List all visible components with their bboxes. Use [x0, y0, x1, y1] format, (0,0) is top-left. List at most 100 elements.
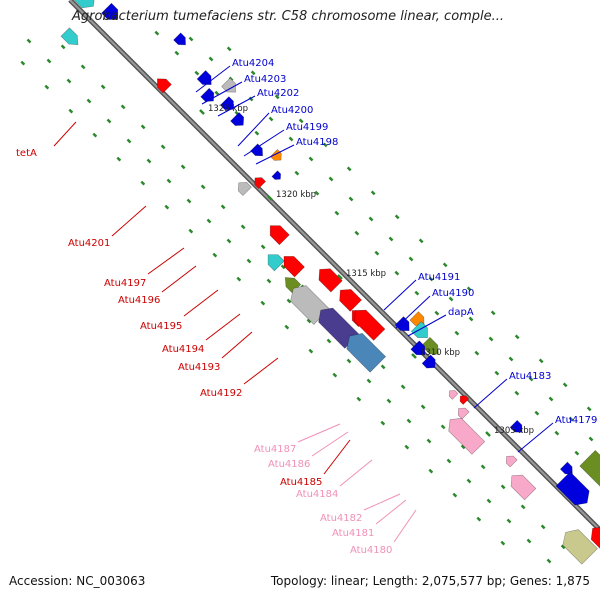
track-dot — [468, 316, 474, 322]
feature-tetA[interactable] — [153, 75, 172, 94]
feature-Atu4193[interactable] — [342, 328, 387, 373]
feature-Atu4194-a[interactable] — [335, 284, 362, 312]
gene-label-Atu4181[interactable]: Atu4181 — [332, 528, 374, 539]
track-dot — [298, 118, 304, 124]
feature-Atu4202[interactable] — [221, 77, 240, 96]
gene-label-Atu4199[interactable]: Atu4199 — [286, 122, 328, 133]
gene-label-Atu4187[interactable]: Atu4187 — [254, 444, 296, 455]
track-dot — [490, 310, 496, 316]
gene-label-Atu4179[interactable]: Atu4179 — [555, 415, 597, 426]
feature-Atu4198-b[interactable] — [271, 170, 283, 182]
ruler-tick — [199, 109, 205, 115]
track-dot — [446, 458, 452, 464]
track-dot — [348, 196, 354, 202]
feature-Atu4192[interactable] — [350, 305, 386, 341]
track-dot — [586, 406, 592, 412]
leader-line — [383, 279, 417, 311]
gene-label-Atu4198[interactable]: Atu4198 — [296, 137, 338, 148]
gene-label-Atu4183[interactable]: Atu4183 — [509, 371, 551, 382]
feature-Atu4191-a[interactable] — [394, 316, 413, 335]
track-dot — [500, 484, 506, 490]
feature-Atu4203[interactable] — [196, 70, 215, 89]
gene-label-Atu4201[interactable]: Atu4201 — [68, 238, 110, 249]
feature-Atu4183[interactable] — [509, 419, 526, 436]
feature-Atu4185-a[interactable] — [455, 405, 470, 420]
gene-label-Atu4204[interactable]: Atu4204 — [232, 58, 274, 69]
feature-Atu4184[interactable] — [503, 453, 518, 468]
track-dot — [236, 276, 242, 282]
track-dot — [44, 84, 50, 90]
feature-Atu4199[interactable] — [230, 112, 248, 129]
gene-label-Atu4191[interactable]: Atu4191 — [418, 272, 460, 283]
feature-shape — [394, 316, 410, 332]
gene-labels: Atu4204Atu4203Atu4202Atu4200Atu4199Atu41… — [16, 58, 597, 556]
feature-Atu4179-b[interactable] — [555, 471, 594, 510]
feature-Atu4185[interactable] — [444, 413, 486, 455]
feature-Atu4187[interactable] — [447, 388, 459, 400]
track-dot — [404, 444, 410, 450]
feature-Atu4200-a[interactable] — [200, 87, 218, 105]
feature-Atu4195-a[interactable] — [314, 264, 343, 293]
gene-label-Atu4196[interactable]: Atu4196 — [118, 295, 160, 306]
leader-line — [147, 247, 185, 275]
gene-label-Atu4184[interactable]: Atu4184 — [296, 489, 338, 500]
feature-Atu4201[interactable] — [251, 174, 267, 189]
feature-Atu4198-a[interactable] — [250, 143, 267, 160]
feature-top-cyan[interactable] — [66, 0, 100, 13]
track-dot — [354, 230, 360, 236]
track-dot — [440, 424, 446, 430]
track-dot — [146, 158, 152, 164]
gene-label-Atu4182[interactable]: Atu4182 — [320, 513, 362, 524]
feature-Atu4194[interactable] — [314, 303, 360, 349]
gene-label-Atu4192[interactable]: Atu4192 — [200, 388, 242, 399]
feature-shape — [505, 455, 518, 468]
feature-shape — [230, 112, 245, 126]
gene-label-Atu4202[interactable]: Atu4202 — [257, 88, 299, 99]
gene-label-Atu4200[interactable]: Atu4200 — [271, 105, 313, 116]
feature-Atu4197-a[interactable] — [265, 221, 290, 246]
gene-label-Atu4180[interactable]: Atu4180 — [350, 545, 392, 556]
gene-label-Atu4193[interactable]: Atu4193 — [178, 362, 220, 373]
leader-line — [255, 144, 295, 165]
feature-dapA-b[interactable] — [421, 354, 439, 372]
feature-shape — [509, 419, 523, 433]
feature-Atu4179[interactable] — [579, 449, 600, 494]
gene-label-Atu4194[interactable]: Atu4194 — [162, 344, 204, 355]
gene-label-Atu4190[interactable]: Atu4190 — [432, 288, 474, 299]
feature-Atu4197[interactable] — [263, 250, 285, 272]
gene-label-Atu4186[interactable]: Atu4186 — [268, 459, 310, 470]
feature-top-blue[interactable] — [101, 2, 123, 24]
gene-label-Atu4195[interactable]: Atu4195 — [140, 321, 182, 332]
feature-Atu4181[interactable] — [558, 525, 598, 565]
feature-dapA-a[interactable] — [410, 340, 429, 359]
feature-Atu4201-a[interactable] — [234, 179, 252, 196]
feature-Atu4180[interactable] — [586, 522, 600, 557]
feature-Atu4195[interactable] — [286, 281, 330, 325]
track-dot — [408, 256, 414, 262]
track-dot — [428, 276, 434, 282]
leader-line — [111, 205, 147, 237]
gene-label-Atu4203[interactable]: Atu4203 — [244, 74, 286, 85]
gene-label-Atu4185[interactable]: Atu4185 — [280, 477, 322, 488]
track-dot — [428, 468, 434, 474]
track-dot — [26, 38, 32, 44]
gene-label-dapA[interactable]: dapA — [448, 307, 474, 318]
feature-dapA[interactable] — [421, 336, 442, 358]
feature-Atu4186[interactable] — [458, 393, 470, 405]
gene-label-Atu4197[interactable]: Atu4197 — [104, 278, 146, 289]
feature-Atu4204[interactable] — [173, 32, 190, 49]
feature-Atu4182[interactable] — [506, 470, 537, 501]
track-dot — [226, 238, 232, 244]
track-dot — [266, 278, 272, 284]
track-dot — [406, 418, 412, 424]
feature-Atu4196-a[interactable] — [279, 251, 305, 278]
feature-Atu4198[interactable] — [269, 149, 284, 163]
track-dot — [308, 156, 314, 162]
track-dot — [454, 330, 460, 336]
feature-shape — [173, 32, 186, 46]
gene-label-tetA[interactable]: tetA — [16, 148, 37, 159]
leader-line — [53, 121, 77, 147]
feature-shape — [101, 2, 119, 20]
feature-top-cyan-2[interactable] — [60, 27, 82, 49]
leader-line — [201, 81, 243, 105]
